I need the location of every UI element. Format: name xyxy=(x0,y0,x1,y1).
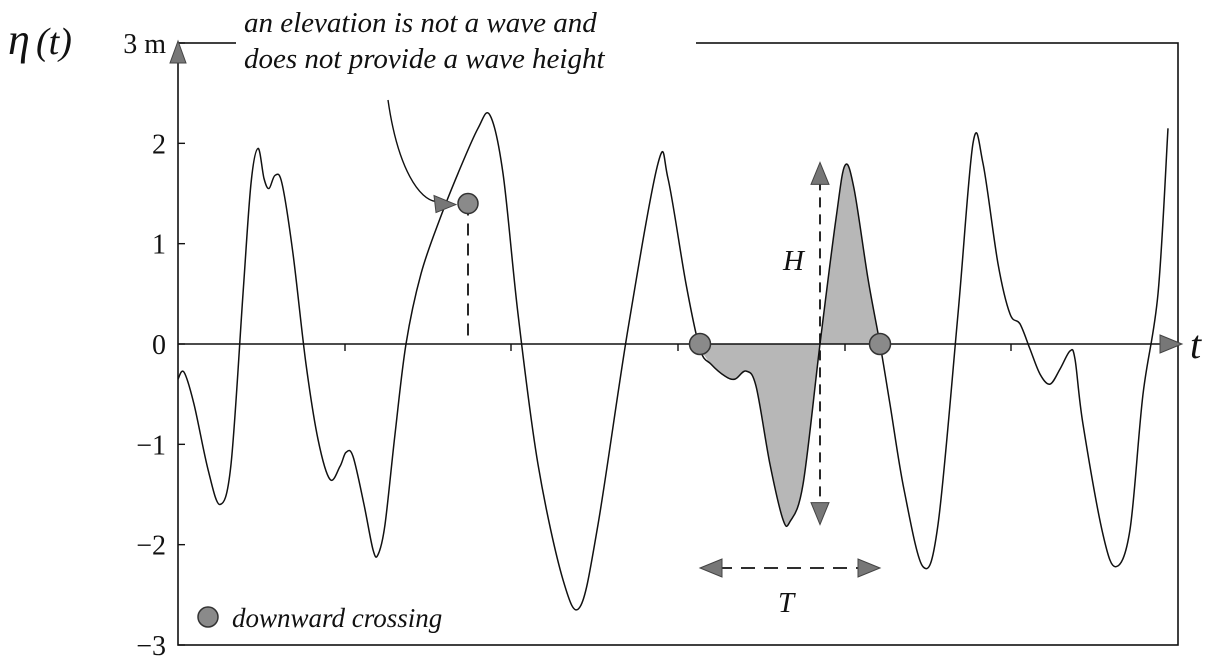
y-axis-arrowhead xyxy=(169,39,187,64)
y-tick-label: 3 m xyxy=(123,29,166,60)
wave-period-arrowhead-left xyxy=(698,558,723,578)
y-axis-argument: (t) xyxy=(36,21,72,63)
downward-crossing-marker xyxy=(688,332,712,356)
annotation-line-2: does not provide a wave height xyxy=(244,43,605,75)
legend-marker xyxy=(197,606,219,628)
wave-height-label: H xyxy=(782,245,806,277)
wave-period-arrowhead-right xyxy=(857,558,882,578)
y-tick-label: 0 xyxy=(152,330,166,361)
y-tick-label: −1 xyxy=(136,430,166,461)
time-axis-arrowhead xyxy=(1159,334,1184,354)
wave-height-arrowhead-bottom xyxy=(810,502,830,526)
shaded-wave-area xyxy=(700,164,880,527)
wave-period-label: T xyxy=(778,587,796,619)
y-tick-label: 1 xyxy=(152,230,166,261)
t-axis-label: t xyxy=(1190,322,1202,367)
y-axis-symbol: η xyxy=(8,15,30,64)
y-tick-label: −2 xyxy=(136,531,166,562)
elevation-point-marker xyxy=(457,192,479,215)
y-tick-label: −3 xyxy=(136,631,166,656)
annotation-line-1: an elevation is not a wave and xyxy=(244,7,597,39)
y-tick-label: 2 xyxy=(152,129,166,160)
annotation-pointer-line xyxy=(387,99,437,203)
annotation-pointer-arrowhead xyxy=(433,194,458,214)
legend-label: downward crossing xyxy=(232,603,442,633)
wave-height-arrowhead-top xyxy=(810,161,830,185)
annotation-background xyxy=(236,2,696,82)
surface-elevation-curve xyxy=(177,111,1169,611)
downward-crossing-marker xyxy=(868,332,892,356)
